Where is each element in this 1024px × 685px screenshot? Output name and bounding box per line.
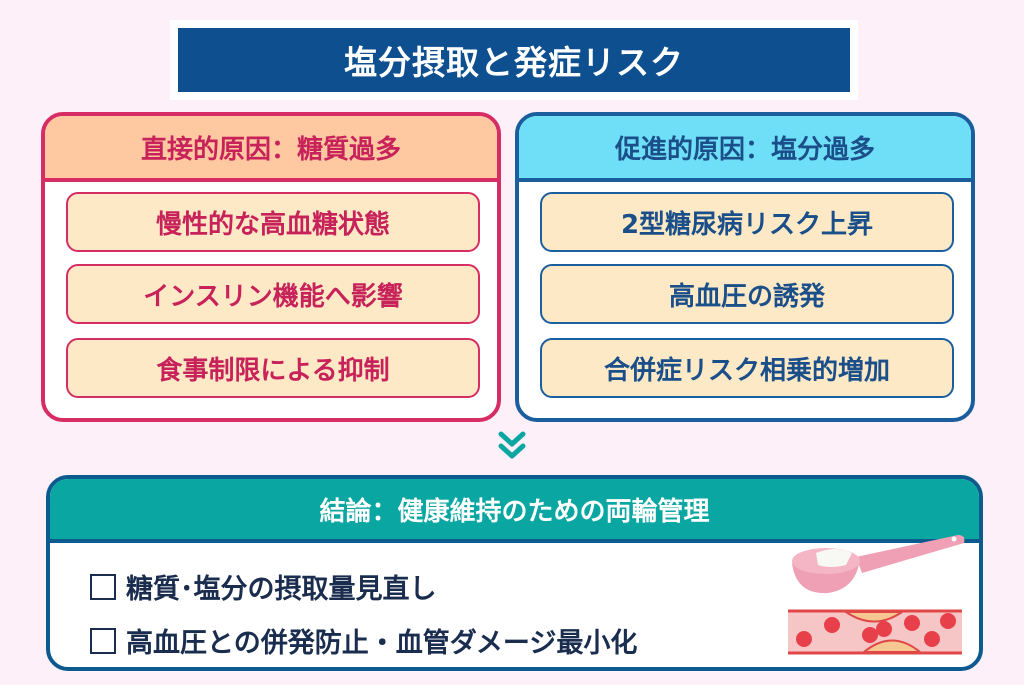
- checklist-label: 糖質･塩分の摂取量見直し: [126, 574, 437, 605]
- page-title: 塩分摂取と発症リスク: [178, 28, 850, 92]
- title-banner: 塩分摂取と発症リスク: [170, 20, 858, 100]
- salt-spoon-icon: [792, 535, 965, 594]
- direct-cause-item: 食事制限による抑制: [66, 338, 480, 398]
- double-chevron-down-icon: [498, 431, 526, 459]
- direct-cause-panel: 直接的原因：糖質過多 慢性的な高血糖状態 インスリン機能へ影響 食事制限による抑…: [41, 112, 501, 422]
- checkbox-icon: [90, 627, 116, 654]
- promoting-cause-item: 2型糖尿病リスク上昇: [540, 192, 954, 252]
- direct-cause-header: 直接的原因：糖質過多: [45, 116, 497, 182]
- promoting-cause-item: 合併症リスク相乗的増加: [540, 338, 954, 398]
- promoting-cause-item: 高血圧の誘発: [540, 264, 954, 324]
- checklist-label: 高血圧との併発防止・血管ダメージ最小化: [126, 628, 638, 659]
- direct-cause-item: 慢性的な高血糖状態: [66, 192, 480, 252]
- conclusion-header: 結論：健康維持のための両輪管理: [50, 479, 979, 543]
- checklist-item: 糖質･塩分の摂取量見直し: [90, 567, 437, 606]
- blood-vessel-icon: [788, 609, 962, 655]
- checkbox-icon: [90, 573, 116, 600]
- promoting-cause-panel: 促進的原因：塩分過多 2型糖尿病リスク上昇 高血圧の誘発 合併症リスク相乗的増加: [515, 112, 975, 422]
- promoting-cause-header: 促進的原因：塩分過多: [519, 116, 971, 182]
- checklist-item: 高血圧との併発防止・血管ダメージ最小化: [90, 621, 637, 660]
- direct-cause-item: インスリン機能へ影響: [66, 264, 480, 324]
- conclusion-panel: 結論：健康維持のための両輪管理 糖質･塩分の摂取量見直し 高血圧との併発防止・血…: [46, 475, 983, 671]
